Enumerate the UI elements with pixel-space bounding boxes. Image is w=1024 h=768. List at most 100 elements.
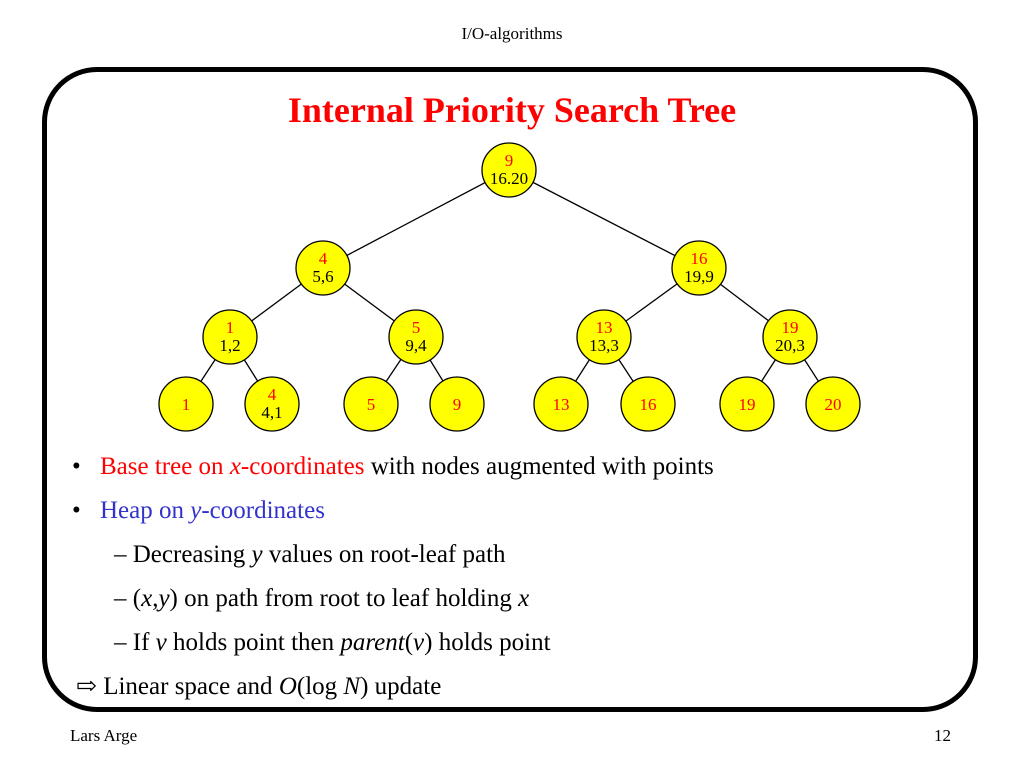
sub-bullet-parent: – If v holds point then parent(v) holds … — [72, 621, 952, 665]
tree-node-circle — [244, 376, 300, 432]
sub-bullet-text: ) on path from root to leaf holding — [169, 585, 519, 612]
tree-node-circle — [202, 309, 258, 365]
tree-node-circle — [295, 240, 351, 296]
tree-node-point: 13,3 — [589, 336, 619, 355]
conclusion-var: N — [343, 673, 361, 700]
sub-bullet-text: ( — [404, 629, 414, 656]
tree-node: 20 — [805, 376, 861, 432]
tree-node-point: 4,1 — [261, 403, 282, 422]
tree-edge — [508, 169, 700, 269]
tree-node-key: 5 — [412, 318, 421, 337]
bullet-heap-blue-2: -coordinates — [201, 497, 325, 524]
tree-node-key: 9 — [505, 151, 514, 170]
conclusion-var: O — [278, 673, 297, 700]
sub-bullet-dash: – — [114, 585, 127, 612]
sub-bullet-text: ( — [126, 585, 142, 612]
sub-bullet-text: , — [152, 585, 159, 612]
tree-node: 13 — [533, 376, 589, 432]
tree-node-key: 16 — [640, 395, 657, 414]
tree-node-key: 4 — [268, 385, 277, 404]
sub-bullet-var: v — [155, 629, 167, 656]
sub-bullet-text: Decreasing — [126, 541, 252, 568]
tree-node: 11,2 — [202, 309, 258, 365]
tree-node: 59,4 — [388, 309, 444, 365]
tree-node-circle — [388, 309, 444, 365]
tree-node-circle — [762, 309, 818, 365]
tree-node-circle — [343, 376, 399, 432]
tree-node-point: 19,9 — [684, 267, 714, 286]
tree-node: 916.20 — [481, 142, 537, 198]
slide-frame — [42, 67, 978, 712]
tree-nodes: 916.2045,61619,911,259,41313,31920,3144,… — [158, 142, 861, 432]
tree-node: 5 — [343, 376, 399, 432]
tree-edge — [322, 169, 510, 269]
tree-node-circle — [671, 240, 727, 296]
tree-node: 9 — [429, 376, 485, 432]
tree-node-key: 20 — [825, 395, 842, 414]
sub-bullet-dash: – — [114, 629, 127, 656]
tree-node-key: 4 — [319, 249, 328, 268]
bullet-base-tree-red-1: Base tree on — [100, 453, 230, 480]
conclusion-text: (log — [296, 673, 344, 700]
tree-node-circle — [481, 142, 537, 198]
tree-node-point: 20,3 — [775, 336, 805, 355]
bullet-base-tree-var: x — [229, 453, 241, 480]
sub-bullet-path: – (x,y) on path from root to leaf holdin… — [72, 577, 952, 621]
tree-node-point: 1,2 — [219, 336, 240, 355]
bullet-marker: • — [72, 453, 81, 480]
sub-bullet-decreasing: – Decreasing y values on root-leaf path — [72, 533, 952, 577]
sub-bullet-var: y — [251, 541, 263, 568]
tree-node-key: 13 — [596, 318, 613, 337]
conclusion-text: ) update — [360, 673, 442, 700]
tree-node-circle — [429, 376, 485, 432]
sub-bullet-text: ) holds point — [424, 629, 551, 656]
sub-bullet-var: y — [158, 585, 170, 612]
bullet-heap: • Heap on y-coordinates — [72, 489, 952, 533]
sub-bullet-var: x — [141, 585, 153, 612]
tree-node-point: 9,4 — [405, 336, 427, 355]
tree-node: 45,6 — [295, 240, 351, 296]
tree-node-circle — [805, 376, 861, 432]
tree-node: 44,1 — [244, 376, 300, 432]
tree-node-point: 5,6 — [312, 267, 333, 286]
header-title: I/O-algorithms — [461, 24, 563, 43]
conclusion-text: Linear space and — [96, 673, 279, 700]
sub-bullet-text: If — [126, 629, 156, 656]
sub-bullet-var: v — [413, 629, 425, 656]
tree-node-key: 19 — [739, 395, 756, 414]
bullet-heap-var: y — [190, 497, 202, 524]
tree-node-key: 1 — [226, 318, 235, 337]
tree-node-point: 16.20 — [490, 169, 528, 188]
tree-node: 19 — [719, 376, 775, 432]
tree-node-key: 9 — [453, 395, 462, 414]
sub-bullet-text: holds point then — [166, 629, 341, 656]
tree-node: 16 — [620, 376, 676, 432]
bullet-heap-blue-1: Heap on — [100, 497, 191, 524]
sub-bullet-text: values on root-leaf path — [262, 541, 506, 568]
footer-page-number: 12 — [934, 726, 951, 745]
footer-author: Lars Arge — [70, 726, 138, 745]
tree-edges — [185, 169, 834, 405]
sub-bullet-dash: – — [114, 541, 127, 568]
tree-node-circle — [533, 376, 589, 432]
tree-node-circle — [576, 309, 632, 365]
bullet-list: •Base tree on x-coordinates with nodes a… — [72, 445, 952, 709]
bullet-base-tree: •Base tree on x-coordinates with nodes a… — [72, 445, 952, 489]
conclusion-line: ⇨ Linear space and O(log N) update — [76, 665, 952, 709]
bullet-marker: • — [72, 497, 81, 524]
tree-node-key: 5 — [367, 395, 376, 414]
slide-title: Internal Priority Search Tree — [287, 90, 737, 130]
tree-node-key: 16 — [691, 249, 708, 268]
tree-node-circle — [719, 376, 775, 432]
sub-bullet-var: parent — [340, 629, 405, 656]
tree-node-circle — [158, 376, 214, 432]
implies-arrow-icon: ⇨ — [76, 673, 97, 700]
tree-node-circle — [620, 376, 676, 432]
tree-node: 1 — [158, 376, 214, 432]
sub-bullet-var: x — [518, 585, 530, 612]
tree-node-key: 1 — [182, 395, 191, 414]
